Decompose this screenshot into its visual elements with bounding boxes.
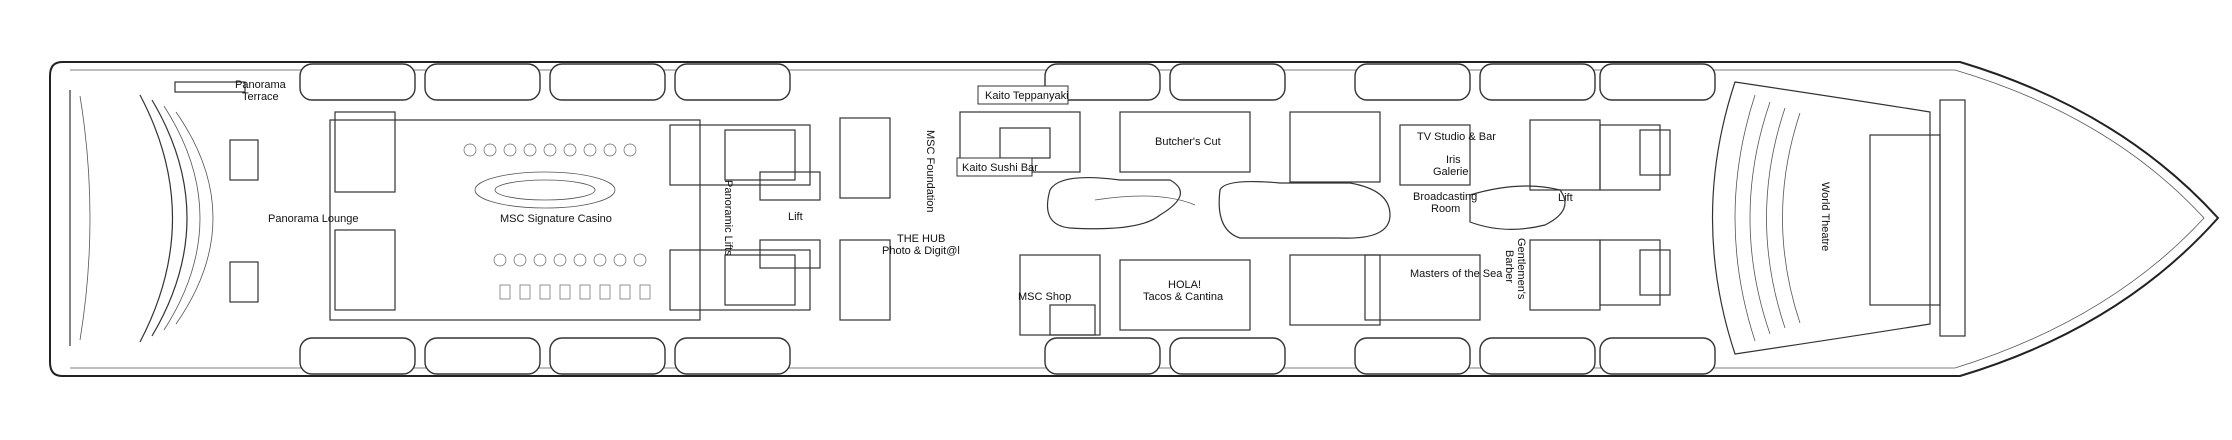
label-gentlemens-barber-2: Barber [1503,250,1515,283]
label-kaito-sushi-bar: Kaito Sushi Bar [962,162,1038,174]
lifeboats-top [299,63,1716,101]
restaurant-blocks [959,111,1481,336]
label-tv-studio-bar: TV Studio & Bar [1417,131,1496,143]
ship-hull [49,61,2220,377]
panorama-lounge-seating [69,90,214,346]
label-broadcasting-room-2: Room [1431,203,1460,215]
label-panorama-terrace-1: Panorama [235,79,287,91]
kaito-sushi-bar-box [956,157,1033,177]
label-panoramic-lifts: Panoramic Lifts [722,180,734,256]
label-butchers-cut: Butcher's Cut [1155,136,1221,148]
label-msc-shop: MSC Shop [1018,291,1071,303]
world-theatre-area [1711,81,1966,355]
fwd-lift-blocks [1529,119,1671,311]
label-the-hub-2: Photo & Digit@l [882,245,960,257]
label-lift-fwd: Lift [1558,192,1573,204]
label-masters-of-the-sea: Masters of the Sea [1410,268,1503,280]
label-msc-foundation: MSC Foundation [924,130,936,213]
label-world-theatre: World Theatre [1819,182,1831,251]
aft-service-blocks [174,81,396,311]
label-hola-2: Tacos & Cantina [1143,291,1224,303]
lifeboats-bottom [299,337,1716,375]
label-hola-1: HOLA! [1168,279,1201,291]
kaito-teppanyaki-box [977,85,1069,105]
central-atrium [1046,176,1566,239]
label-gentlemens-barber-1: Gentlemen's [1515,238,1527,300]
label-panorama-lounge: Panorama Lounge [268,213,359,225]
label-panorama-terrace-2: Terrace [242,91,279,103]
hull-inner-line [70,69,2205,369]
label-msc-signature-casino: MSC Signature Casino [500,213,612,225]
label-the-hub-1: THE HUB [897,233,945,245]
label-kaito-teppanyaki: Kaito Teppanyaki [985,90,1069,102]
label-broadcasting-room-1: Broadcasting [1413,191,1477,203]
label-iris-galerie-2: Galerie [1433,166,1468,178]
label-iris-galerie-1: Iris [1446,154,1461,166]
casino-area [329,119,701,321]
label-lift-mid: Lift [788,211,803,223]
mid-lift-blocks [669,117,891,321]
